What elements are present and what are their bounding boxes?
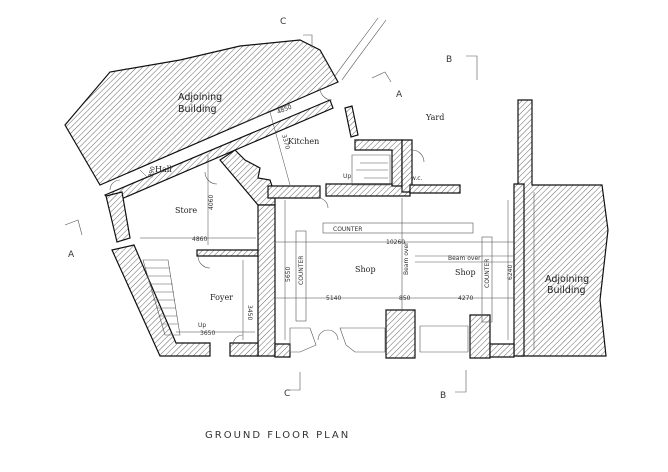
wall — [196, 249, 259, 257]
counter-label: COUNTER — [333, 226, 362, 233]
dimension-shop-depth-right: 6240 — [507, 265, 514, 280]
foyer-stairs — [142, 259, 181, 336]
adjoining-building-right-label: Adjoining — [545, 274, 589, 285]
wall — [469, 314, 491, 359]
dimension-hall-width: 990 — [147, 165, 157, 178]
room-label-wc: w.c. — [411, 175, 423, 182]
door[interactable] — [197, 255, 211, 269]
dimension-store-width: 4860 — [192, 236, 207, 243]
counter-label: COUNTER — [484, 259, 491, 288]
counter-top — [322, 222, 474, 234]
plan-title: GROUND FLOOR PLAN — [205, 430, 350, 441]
beam-label: Beam over — [403, 242, 410, 275]
room-label-hall: Hall — [155, 165, 172, 174]
section-marker-b-bottom: B — [440, 370, 467, 401]
wall — [105, 191, 131, 243]
dimension-shop-depth-left: 5650 — [285, 267, 292, 282]
wall — [229, 342, 259, 357]
room-label-yard: Yard — [425, 113, 444, 122]
adjoining-building-left-label: Adjoining — [178, 92, 222, 103]
wall — [219, 149, 276, 206]
svg-text:B: B — [446, 55, 452, 65]
svg-text:C: C — [284, 389, 290, 399]
dimension-kitchen-depth: 3370 — [280, 134, 291, 151]
counter-label: COUNTER — [298, 256, 305, 285]
dimension-beam-width: 850 — [399, 295, 411, 302]
wall — [257, 204, 276, 357]
room-label-shop-left: Shop — [355, 265, 376, 274]
section-marker-c-top: C — [280, 17, 313, 48]
counter-left — [295, 230, 307, 322]
wall — [344, 105, 359, 138]
door[interactable] — [204, 171, 218, 185]
door[interactable] — [109, 179, 121, 191]
wall — [325, 183, 411, 197]
wall — [111, 244, 211, 357]
svg-text:A: A — [396, 90, 403, 100]
room-label-foyer: Foyer — [210, 293, 233, 302]
bay-window — [419, 325, 469, 353]
room-label-store: Store — [175, 206, 197, 215]
kitchen-stairs — [351, 154, 391, 186]
up-label: Up — [198, 322, 206, 329]
wall — [409, 184, 461, 194]
dimension-foyer-depth: 3450 — [246, 305, 253, 320]
door[interactable] — [317, 197, 329, 209]
dimension-shop-total-width: 10260 — [386, 239, 405, 246]
door[interactable] — [232, 334, 244, 346]
path-line — [334, 17, 387, 81]
wall — [385, 309, 416, 359]
wall — [401, 139, 413, 193]
door[interactable] — [319, 87, 333, 101]
svg-text:A: A — [68, 250, 75, 260]
entrance-door[interactable] — [317, 329, 339, 341]
adjoining-building-left-label: Building — [178, 104, 217, 115]
svg-text:C: C — [280, 17, 286, 27]
door[interactable] — [411, 149, 425, 163]
dimension-shop-right-width: 4270 — [458, 295, 473, 302]
beam-label: Beam over — [448, 255, 481, 262]
wall — [489, 343, 515, 358]
counter-right — [481, 236, 493, 323]
adjoining-building-left — [64, 39, 339, 186]
dimension-shop-left-width: 5140 — [326, 295, 341, 302]
wall — [267, 185, 321, 199]
dimension-store-depth: 4060 — [208, 195, 215, 210]
section-marker-a-right: A — [371, 71, 403, 100]
section-marker-b-top: B — [446, 55, 478, 80]
dimension-lines — [139, 103, 514, 340]
up-label: Up — [343, 173, 351, 180]
room-label-shop-right: Shop — [455, 268, 476, 277]
bay-window — [289, 327, 386, 353]
dimension-foyer-width: 3650 — [200, 330, 215, 337]
section-marker-c-bottom: C — [284, 372, 301, 399]
adjoining-building-right-label: Building — [547, 285, 586, 296]
wall — [274, 343, 291, 358]
svg-text:B: B — [440, 391, 446, 401]
adjoining-building-right — [517, 99, 609, 357]
section-marker-a-left: A — [64, 219, 83, 260]
room-label-kitchen: Kitchen — [288, 137, 319, 146]
wall — [513, 183, 525, 357]
